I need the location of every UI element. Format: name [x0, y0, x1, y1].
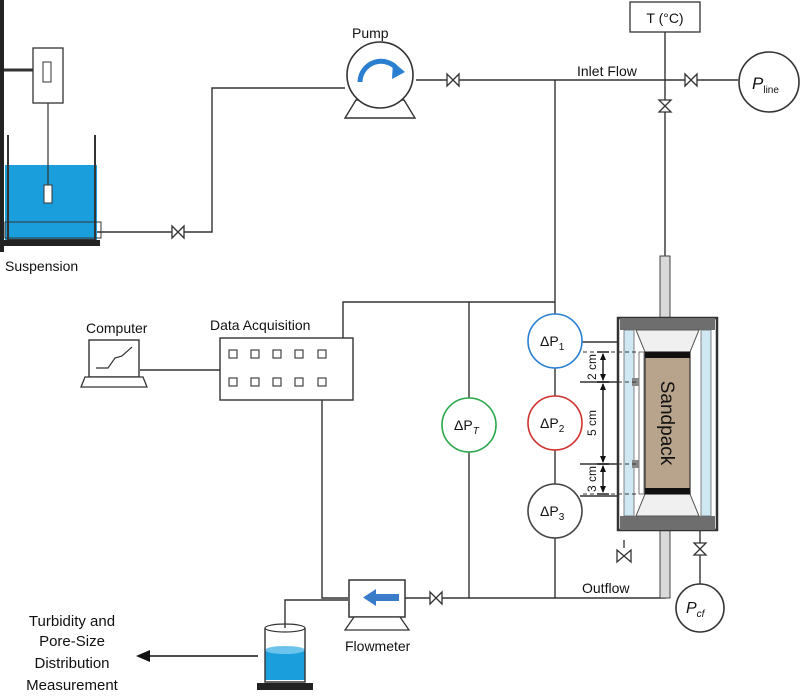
- pcf-circle: [675, 583, 725, 633]
- beaker-stand: [257, 683, 313, 690]
- collection-beaker: [257, 623, 313, 690]
- pcf-symbol: Pcf: [686, 600, 706, 620]
- cell-bottom-plug: [635, 493, 700, 517]
- cell-top-cap: [620, 318, 715, 330]
- sandpack-cell: Sandpack: [616, 255, 719, 599]
- pline-gauge: Pline: [738, 51, 800, 113]
- valve-drain-icon[interactable]: [616, 548, 632, 564]
- cell-inlet-tube: [659, 255, 671, 319]
- flowmeter-arrow-shaft: [375, 594, 399, 601]
- sandpack-label: Sandpack: [656, 381, 677, 466]
- dp3-symbol: ΔP3: [540, 503, 565, 523]
- valve-outflow-icon[interactable]: [429, 590, 443, 606]
- daq-label: Data Acquisition: [210, 317, 310, 333]
- pline-symbol: Pline: [752, 74, 779, 96]
- valve-pline-icon[interactable]: [684, 72, 698, 88]
- measurement-label: Turbidity and Pore-Size Distribution Mea…: [26, 613, 119, 694]
- suspension-tank: Suspension: [0, 0, 102, 274]
- dp2-gauge: ΔP2: [527, 395, 583, 451]
- cell-bottom-cap: [620, 516, 715, 530]
- dp1-symbol: ΔP1: [540, 333, 565, 353]
- beaker-wall: [264, 628, 306, 683]
- beaker-rim: [264, 623, 306, 633]
- dimension-arrowheads: [600, 353, 606, 493]
- dp1-gauge: ΔP1: [527, 313, 583, 369]
- dp-t-circle: [441, 397, 497, 453]
- flowmeter-base: [343, 616, 411, 631]
- dp1-circle: [527, 313, 583, 369]
- computer-label: Computer: [86, 320, 148, 336]
- dist-3cm-label: 3 cm: [585, 466, 599, 492]
- temperature-box: [629, 1, 701, 33]
- dp-t-gauge: ΔPT: [441, 397, 497, 453]
- computer-keyboard: [80, 376, 148, 388]
- computer-graph-icon: [96, 346, 133, 369]
- valve-suspension-icon[interactable]: [171, 224, 185, 240]
- sandpack-screen-bottom: [645, 488, 690, 494]
- pump-label: Pump: [352, 25, 389, 41]
- flowmeter-arrow-icon: [363, 589, 376, 606]
- tap-reference-lines: [583, 351, 639, 495]
- pump-body-icon: [346, 41, 414, 109]
- data-acquisition: Data Acquisition: [210, 317, 354, 401]
- temperature-label: T (°C): [646, 10, 683, 26]
- valve-inlet-icon[interactable]: [446, 72, 460, 88]
- cell-outlet-tube: [659, 527, 671, 599]
- dp2-circle: [527, 395, 583, 451]
- flowmeter-label: Flowmeter: [345, 638, 411, 654]
- inlet-flow-label: Inlet Flow: [577, 63, 638, 79]
- daq-flowmeter-line: [321, 400, 348, 599]
- dist-5cm-label: 5 cm: [585, 410, 599, 436]
- computer: Computer: [80, 320, 148, 388]
- outflow-label: Outflow: [582, 580, 630, 596]
- measurement-arrow-icon: [136, 650, 150, 662]
- valve-cell-inlet-icon[interactable]: [657, 99, 673, 113]
- pline-circle: [738, 51, 800, 113]
- temperature-sensor: T (°C): [629, 1, 701, 33]
- flowmeter-beaker-line: [284, 599, 348, 628]
- pump[interactable]: Pump: [343, 25, 417, 119]
- daq-top-bus: [342, 301, 555, 338]
- outlet-pipe: [4, 221, 102, 239]
- stirrer-impeller-icon: [43, 184, 53, 204]
- measurement-line3: Distribution: [34, 655, 109, 672]
- sandpack-media: [644, 351, 691, 495]
- flowmeter: Flowmeter: [343, 579, 411, 654]
- cell-top-plug: [635, 329, 700, 353]
- suspension-label: Suspension: [5, 258, 78, 274]
- sandpack-screen-top: [645, 352, 690, 358]
- dp3-gauge: ΔP3: [527, 483, 583, 539]
- dist-2cm-label: 2 cm: [585, 354, 599, 380]
- cell-annulus-right: [700, 329, 712, 517]
- cell-annulus-left: [623, 329, 635, 517]
- stirrer-motor-window: [42, 61, 52, 83]
- pump-base: [343, 99, 417, 119]
- dp3-circle: [527, 483, 583, 539]
- measurement-line4: Measurement: [26, 677, 119, 694]
- daq-ports: [228, 349, 327, 387]
- dp-t-symbol: ΔPT: [454, 417, 480, 437]
- sandpack-sleeve: [638, 351, 645, 495]
- beaker-liquid-surface: [265, 646, 305, 654]
- measurement-line1: Turbidity and: [29, 613, 115, 630]
- beaker-liquid: [265, 650, 305, 680]
- daq-box: [219, 337, 354, 401]
- pcf-gauge: Pcf: [675, 583, 725, 633]
- stand-pole: [0, 0, 4, 252]
- measurement-line2: Pore-Size: [39, 633, 105, 650]
- valve-pcf-icon[interactable]: [692, 542, 708, 556]
- dp2-symbol: ΔP2: [540, 415, 565, 435]
- tank-base: [2, 240, 100, 246]
- valves: [171, 72, 708, 606]
- suspension-line: [92, 87, 345, 233]
- pump-arrowhead-icon: [392, 62, 405, 79]
